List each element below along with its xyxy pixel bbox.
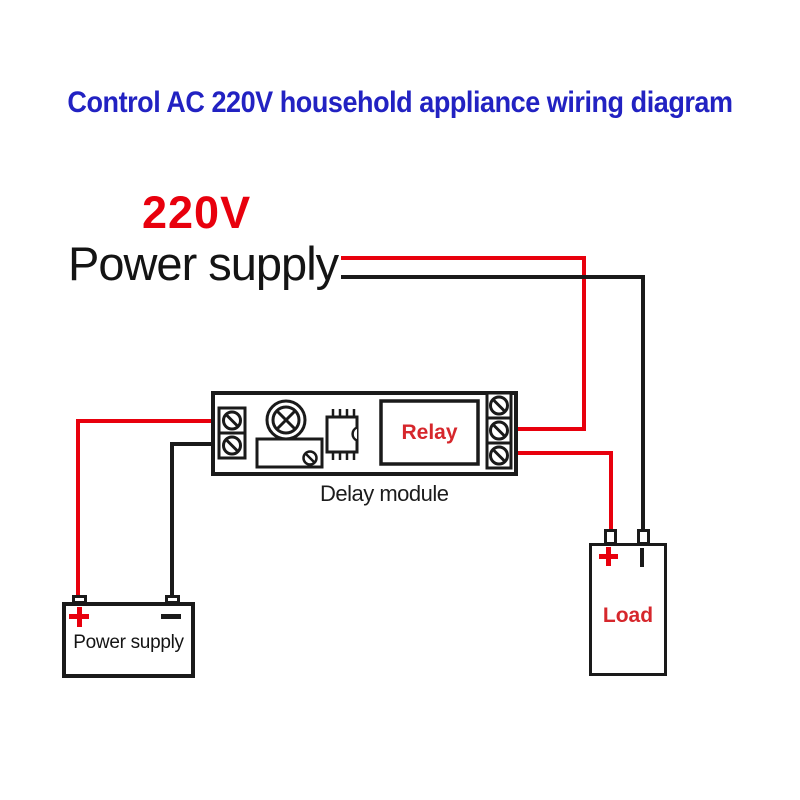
battery-label: Power supply bbox=[73, 632, 184, 653]
load-plus-symbol bbox=[606, 547, 611, 566]
wire-dc-negative-vertical bbox=[170, 442, 174, 598]
screw-terminal-icon bbox=[489, 420, 509, 441]
ic-chip-icon bbox=[325, 409, 359, 460]
ac-power-supply-label: Power supply bbox=[68, 237, 339, 290]
load-minus-symbol bbox=[640, 548, 644, 567]
screw-terminal-icon bbox=[489, 395, 509, 416]
wire-dc-negative-horizontal bbox=[170, 442, 219, 446]
diagram-title: Control AC 220V household appliance wiri… bbox=[67, 86, 733, 119]
delay-module-caption: Delay module bbox=[320, 481, 449, 506]
wire-ac-live-horizontal bbox=[341, 256, 586, 260]
piezo-buzzer-icon bbox=[265, 399, 307, 441]
ac-voltage-label: 220V bbox=[142, 187, 252, 238]
wire-relay-output-to-load bbox=[609, 451, 613, 530]
screw-terminal-icon bbox=[489, 445, 509, 466]
trimmer-potentiometer-icon bbox=[255, 437, 324, 469]
wire-ac-live-vertical bbox=[582, 256, 586, 431]
load-box bbox=[589, 543, 667, 676]
screw-terminal-icon bbox=[222, 410, 242, 431]
delay-module-board bbox=[211, 391, 518, 476]
relay-label: Relay bbox=[401, 420, 458, 444]
terminal-block-left bbox=[217, 406, 247, 460]
wire-ac-neutral-horizontal bbox=[341, 275, 645, 279]
wire-relay-output-horizontal bbox=[511, 451, 613, 455]
battery-minus-symbol bbox=[161, 614, 181, 619]
wire-ac-live-to-relay-terminal bbox=[511, 427, 586, 431]
wire-ac-neutral-to-load bbox=[641, 275, 645, 530]
load-label: Load bbox=[602, 604, 654, 627]
terminal-block-right bbox=[485, 391, 513, 470]
relay-box bbox=[379, 399, 480, 466]
battery-plus-symbol bbox=[76, 606, 82, 627]
wire-dc-positive-vertical bbox=[76, 419, 80, 598]
wire-dc-positive-horizontal bbox=[76, 419, 219, 423]
screw-terminal-icon bbox=[222, 435, 242, 456]
